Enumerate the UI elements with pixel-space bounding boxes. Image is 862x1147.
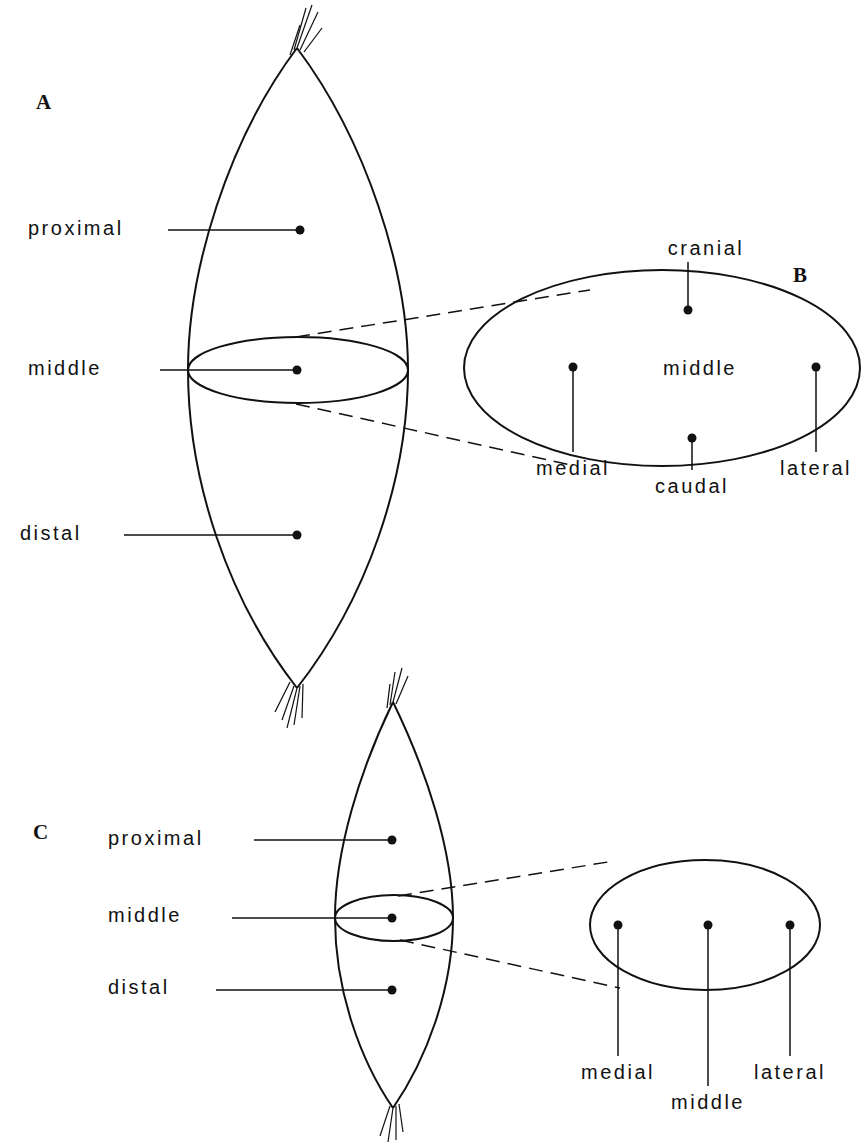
panel-letter: C: [33, 822, 48, 843]
region-label: distal: [108, 977, 170, 997]
region-label: middle: [108, 905, 182, 925]
region-label: middle: [671, 1092, 745, 1112]
tendon: [275, 5, 322, 728]
tendon: [380, 668, 408, 1142]
region-label: proximal: [108, 828, 204, 848]
leader-line: [124, 230, 300, 535]
region-label: medial: [581, 1062, 655, 1082]
panel-letter: B: [793, 265, 807, 286]
muscle-outline: [297, 48, 408, 688]
region-label: lateral: [754, 1062, 826, 1082]
leader-line: [216, 840, 392, 990]
projection-line: [296, 290, 590, 466]
region-label: proximal: [28, 218, 124, 238]
region-label: middle: [663, 358, 737, 378]
panel-letter: A: [36, 92, 51, 113]
point-dot: [293, 226, 821, 995]
region-label: middle: [28, 358, 102, 378]
muscle-outline: [188, 48, 297, 688]
region-label: lateral: [780, 458, 852, 478]
leader-line: [573, 262, 816, 470]
region-label: caudal: [655, 476, 729, 496]
cross-section: [464, 270, 860, 466]
region-label: medial: [536, 458, 610, 478]
projection-line: [398, 862, 620, 988]
region-label: distal: [20, 523, 82, 543]
cross-section: [590, 860, 820, 990]
region-label: cranial: [668, 238, 744, 258]
